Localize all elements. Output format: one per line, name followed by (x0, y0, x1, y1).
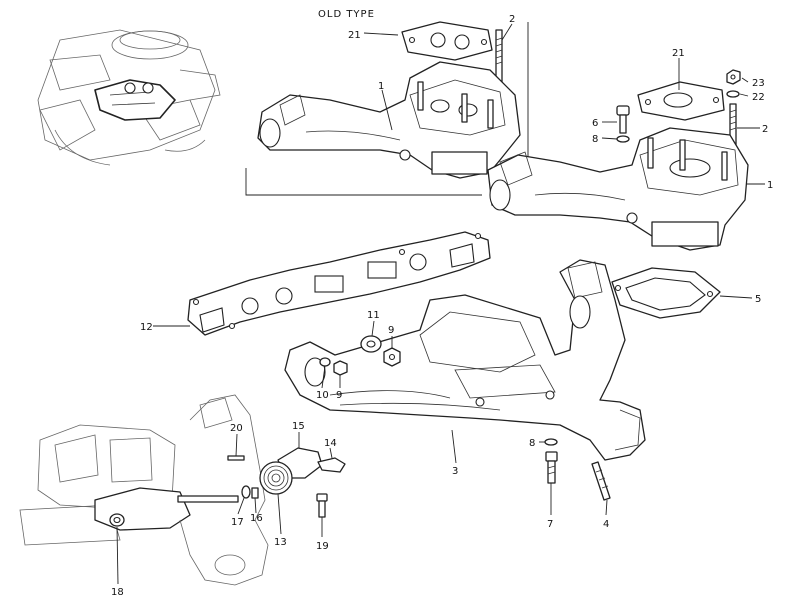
callout-8-top: 8 (592, 134, 598, 145)
callout-22: 22 (752, 92, 765, 103)
part-16-bushing (251, 487, 259, 499)
part-6-bolt (616, 105, 630, 134)
callout-21: 21 (672, 48, 685, 59)
callout-12: 12 (140, 322, 153, 333)
part-1-old-intake-manifold (257, 61, 521, 179)
part-20-pin (227, 455, 245, 461)
part-10-washer (319, 357, 331, 367)
callout-16: 16 (250, 513, 263, 524)
part-11-washer (360, 335, 382, 353)
callout-labels: 21 2 1 21 23 22 6 8 2 1 12 11 9 10 9 5 3… (111, 14, 773, 598)
callout-14: 14 (324, 438, 337, 449)
callout-17: 17 (231, 517, 244, 528)
callout-9-a: 9 (388, 325, 394, 336)
callout-11: 11 (367, 310, 380, 321)
callout-20: 20 (230, 423, 243, 434)
old-type-label: OLD TYPE (318, 9, 375, 20)
part-17-washer (241, 485, 251, 499)
part-3-exhaust-manifold (284, 259, 646, 461)
part-23-nut (726, 69, 741, 85)
part-21-carb-gasket (637, 81, 725, 121)
callout-19: 19 (316, 541, 329, 552)
part-4-stud (591, 461, 611, 501)
callout-5: 5 (755, 294, 761, 305)
part-2-old-stud (495, 29, 503, 83)
callout-1: 1 (767, 180, 773, 191)
callout-8-bottom: 8 (529, 438, 535, 449)
part-8-washer-top (616, 135, 630, 143)
callout-9-b: 9 (336, 390, 342, 401)
callout-7: 7 (547, 519, 553, 530)
part-19-bolt (316, 493, 328, 518)
part-12-exhaust-gasket (187, 231, 491, 336)
callout-18: 18 (111, 587, 124, 598)
callout-1-old: 1 (378, 81, 384, 92)
part-13-spring (259, 461, 293, 495)
part-18-bolt (109, 513, 125, 527)
part-1-intake-manifold (487, 127, 749, 251)
callout-6: 6 (592, 118, 598, 129)
part-5-flange-gasket (611, 267, 721, 319)
part-7-bolt (545, 451, 558, 484)
part-9-nut-a (383, 347, 401, 367)
part-22-washer (726, 90, 740, 98)
callout-13: 13 (274, 537, 287, 548)
callout-2: 2 (762, 124, 768, 135)
callout-23: 23 (752, 78, 765, 89)
callout-10: 10 (316, 390, 329, 401)
callout-2-old: 2 (509, 14, 515, 25)
part-9-nut-b (333, 360, 348, 376)
part-21-old-carb-gasket (401, 21, 493, 61)
callout-15: 15 (292, 421, 305, 432)
part-14-lever (317, 457, 346, 473)
leader-lines (116, 23, 765, 585)
callout-4: 4 (603, 519, 609, 530)
callout-3: 3 (452, 466, 458, 477)
callout-21-old: 21 (348, 30, 361, 41)
engine-thumbnail (37, 29, 221, 166)
part-8-washer-bottom (544, 438, 558, 446)
